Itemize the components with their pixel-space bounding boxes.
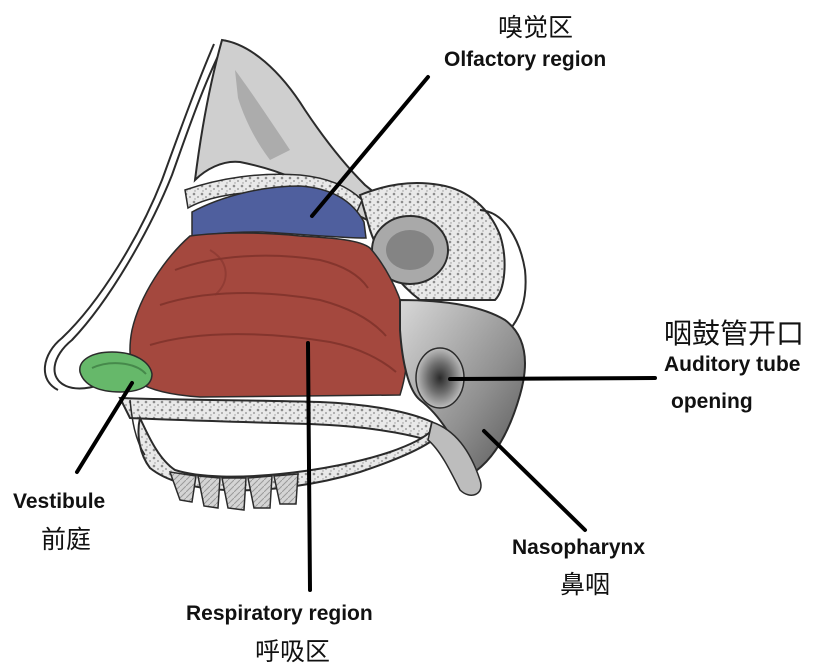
- label-respiratory-zh: 呼吸区: [255, 637, 331, 666]
- label-olfactory-zh: 嗅觉区: [498, 13, 574, 42]
- leader-olfactory: [310, 75, 430, 218]
- nose-outline: [43, 39, 227, 391]
- soft-palate: [427, 421, 482, 496]
- label-vestibule-zh: 前庭: [41, 525, 92, 554]
- sphenoid-region: [358, 182, 527, 336]
- nasal-conchae: [149, 249, 397, 373]
- label-nasopharynx-zh: 鼻咽: [560, 570, 611, 599]
- label-auditory-tube-zh: 咽鼓管开口: [664, 317, 805, 350]
- hard-palate: [118, 396, 434, 442]
- vestibule-region: [79, 351, 153, 393]
- label-auditory-tube-en-line1: Auditory tube: [664, 353, 801, 376]
- label-nasopharynx-en: Nasopharynx: [512, 536, 646, 559]
- respiratory-region: [129, 232, 409, 398]
- leader-respiratory: [306, 341, 312, 592]
- leader-vestibule: [75, 381, 134, 474]
- leader-nasopharynx: [482, 429, 587, 532]
- teeth: [168, 471, 299, 511]
- lip-outline: [129, 399, 146, 456]
- label-olfactory-en: Olfactory region: [444, 48, 607, 71]
- leader-auditory-tube: [448, 376, 657, 381]
- label-respiratory-en: Respiratory region: [186, 602, 373, 625]
- leader-lines: [75, 75, 657, 592]
- label-auditory-tube-en-line2: opening: [671, 390, 753, 413]
- label-vestibule-en: Vestibule: [13, 490, 106, 513]
